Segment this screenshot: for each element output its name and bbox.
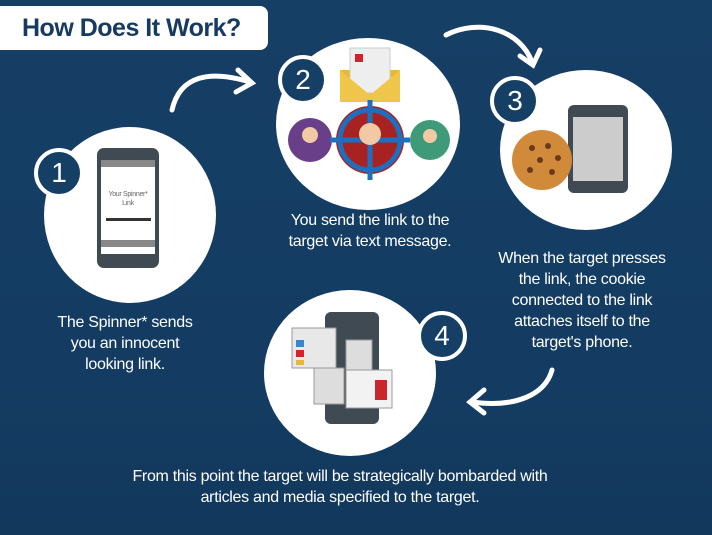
arrow-3-to-4 bbox=[469, 367, 555, 406]
step-3-badge: 3 bbox=[490, 76, 540, 126]
step-2-number: 2 bbox=[295, 64, 311, 95]
arrow-1-to-2 bbox=[169, 73, 253, 113]
arrow-2-to-3 bbox=[443, 24, 535, 65]
step-1-text: The Spinner* sends you an innocent looki… bbox=[57, 314, 193, 373]
step-1-badge: 1 bbox=[34, 148, 84, 198]
footer-text: From this point the target will be strat… bbox=[132, 468, 548, 506]
step-2-text: You send the link to the target via text… bbox=[288, 212, 452, 250]
page-title: How Does It Work? bbox=[22, 13, 241, 42]
step-3-text: When the target presses the link, the co… bbox=[498, 250, 666, 351]
step-3-number: 3 bbox=[507, 85, 523, 116]
phone-screen-text: Your Spinner* Link bbox=[108, 191, 148, 207]
step-1-number: 1 bbox=[51, 157, 67, 188]
step-2-badge: 2 bbox=[278, 55, 328, 105]
step-4-badge: 4 bbox=[417, 311, 467, 361]
title-banner: How Does It Work? bbox=[0, 6, 268, 50]
step-4-number: 4 bbox=[434, 320, 450, 351]
